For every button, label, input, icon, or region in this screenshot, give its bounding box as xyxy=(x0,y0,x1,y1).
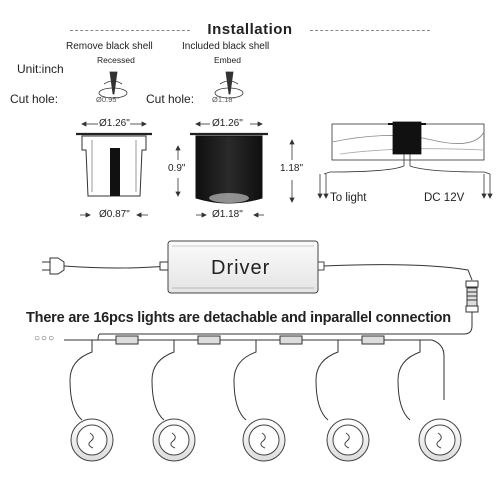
parallel-light-chain xyxy=(64,335,445,421)
light-fixture-icon xyxy=(418,418,462,462)
cut-hole-label-right: Cut hole: xyxy=(146,92,195,106)
left-bottom-diameter: Ø0.87" xyxy=(99,209,130,220)
driver-output-cable xyxy=(97,264,479,341)
unit-label: Unit:inch xyxy=(17,62,64,76)
left-top-diameter: Ø1.26" xyxy=(99,118,130,129)
left-height: 0.9" xyxy=(168,163,186,174)
light-fixture-icon xyxy=(326,418,370,462)
light-fixture-icon xyxy=(70,418,114,462)
title-divider-left xyxy=(70,30,190,31)
hole-diameter-left: Ø0.95" xyxy=(96,95,120,104)
right-top-diameter: Ø1.26" xyxy=(212,118,243,129)
embed-lamp-side-view xyxy=(190,132,268,204)
driver-label: Driver xyxy=(211,257,271,279)
dc-voltage-label: DC 12V xyxy=(424,192,465,204)
wiring-cross-section xyxy=(317,121,493,199)
right-bottom-diameter: Ø1.18" xyxy=(212,209,243,220)
more-lights-ellipsis: ○○○ xyxy=(34,333,56,344)
dimension-lines xyxy=(80,121,295,218)
page-title: Installation xyxy=(207,21,293,38)
cut-hole-label-left: Cut hole: xyxy=(10,92,59,106)
left-shell-caption: Remove black shell xyxy=(66,41,153,52)
to-light-label: To light xyxy=(330,192,367,204)
driver-box xyxy=(167,240,325,294)
connection-note: There are 16pcs lights are detachable an… xyxy=(26,310,451,326)
light-fixture-icon xyxy=(152,418,196,462)
left-shell-type: Recessed xyxy=(97,55,135,65)
light-fixtures xyxy=(70,418,462,462)
right-shell-type: Embed xyxy=(214,55,241,65)
light-fixture-icon xyxy=(242,418,286,462)
title-divider-right xyxy=(310,30,430,31)
right-shell-caption: Included black shell xyxy=(182,41,270,52)
right-height: 1.18" xyxy=(280,163,304,174)
power-plug-icon xyxy=(42,257,169,275)
recessed-top-view-icon xyxy=(98,71,128,99)
recessed-lamp-side-view xyxy=(76,132,152,197)
embed-top-view-icon xyxy=(214,71,244,99)
hole-diameter-right: Ø1.18" xyxy=(212,95,236,104)
